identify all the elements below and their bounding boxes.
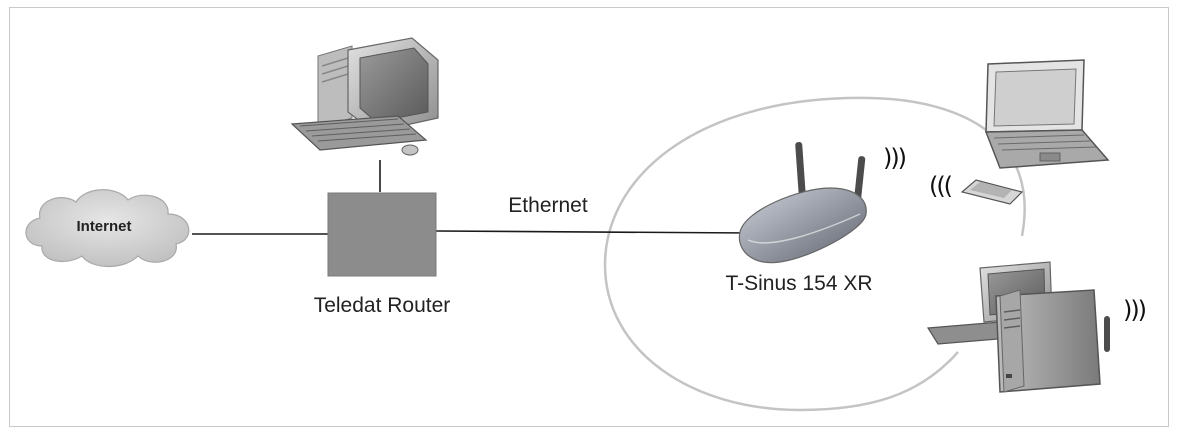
- router-label: Teledat Router: [314, 294, 451, 317]
- ethernet-link: [435, 230, 753, 234]
- diagram-frame: [9, 7, 1169, 427]
- wlan-card-icon: [960, 179, 1024, 205]
- pc-signal-waves: ))): [1123, 296, 1146, 324]
- laptop-signal-waves: (((: [929, 172, 952, 200]
- internet-label: Internet: [76, 218, 131, 235]
- wireless-coverage-ellipse: [603, 96, 1026, 412]
- desktop-computer-icon: [290, 37, 439, 156]
- ethernet-label: Ethernet: [508, 194, 588, 217]
- laptop-icon: [984, 59, 1110, 169]
- cloud-icon: [25, 189, 190, 267]
- wireless-access-point-icon: [738, 141, 867, 264]
- tower-pc-icon: [926, 261, 1110, 393]
- router-box-icon: [327, 192, 437, 277]
- access-point-label: T-Sinus 154 XR: [725, 272, 872, 295]
- ap-signal-waves: ))): [883, 144, 906, 172]
